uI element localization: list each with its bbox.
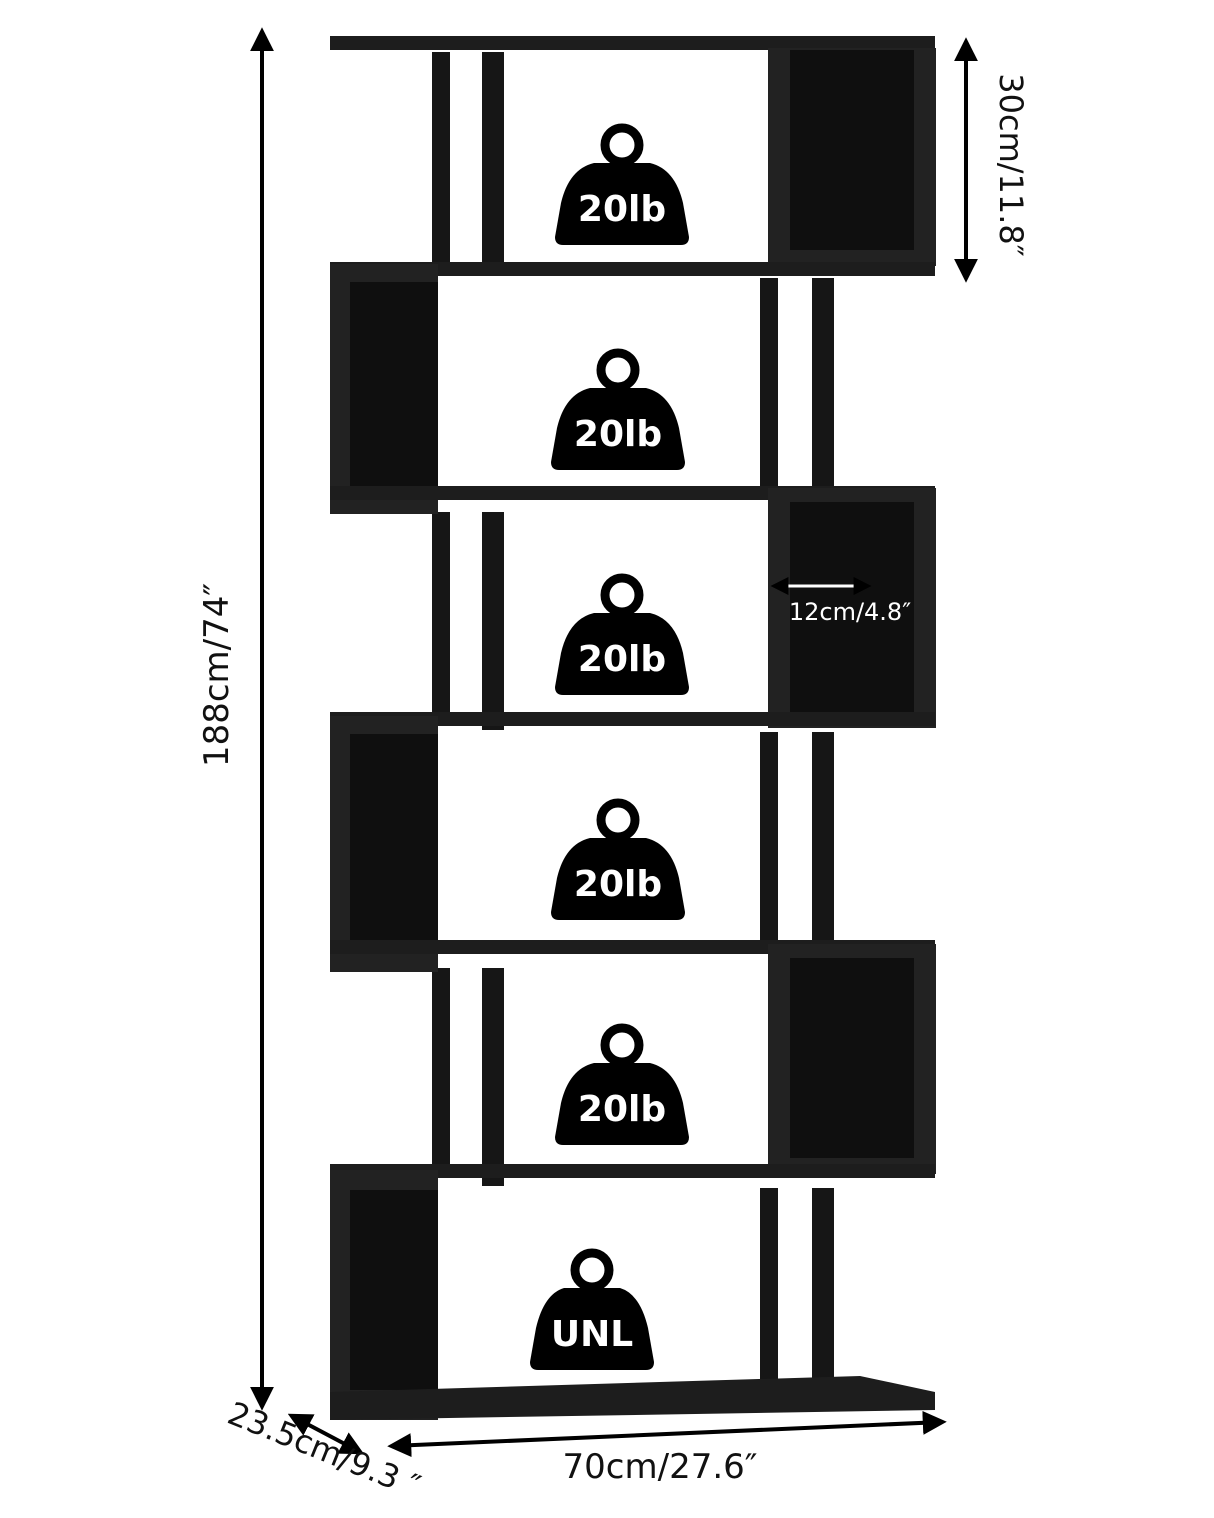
kettlebell-weight-icon (555, 1063, 689, 1145)
bookshelf (330, 36, 936, 1420)
weight-load-label: 20lb (574, 414, 662, 455)
kettlebell-handle-icon (600, 573, 644, 617)
kettlebell-handle-icon (600, 123, 644, 167)
cube-left-6 (330, 1170, 438, 1420)
weight-icon-3: 20lb (555, 573, 689, 695)
shelf-board-5 (330, 1164, 935, 1178)
width-arrow-icon (387, 1410, 947, 1458)
metal-uprights (432, 52, 834, 1400)
weight-icon-2: 20lb (551, 348, 685, 470)
weight-icon-5: 20lb (555, 1023, 689, 1145)
kettlebell-weight-icon (551, 838, 685, 920)
height-label: 188cm/74″ (197, 583, 237, 767)
weight-icon-1: 20lb (555, 123, 689, 245)
shelf-board-3 (330, 712, 935, 726)
weight-load-label: 20lb (578, 639, 666, 680)
cube-right-1 (768, 48, 936, 266)
weight-icon-6: UNL (530, 1248, 654, 1370)
kettlebell-handle-icon (596, 798, 640, 842)
weight-icon-4: 20lb (551, 798, 685, 920)
kettlebell-handle-icon (596, 348, 640, 392)
weight-load-label: UNL (551, 1314, 633, 1355)
shelf-board-1 (330, 262, 935, 276)
cube-left-4 (330, 716, 438, 972)
kettlebell-weight-icon (555, 163, 689, 245)
shelf-height-label: 30cm/11.8″ (992, 73, 1030, 257)
weight-load-label: 20lb (578, 189, 666, 230)
kettlebell-handle-icon (570, 1248, 614, 1292)
dimension-lines (250, 27, 978, 1458)
cube-depth-label: 12cm/4.8″ (789, 598, 911, 626)
cube-left-2 (330, 264, 438, 514)
cube-right-5 (768, 944, 936, 1174)
kettlebell-weight-icon (530, 1288, 654, 1370)
kettlebell-weight-icon (555, 613, 689, 695)
kettlebell-weight-icon (551, 388, 685, 470)
cube-right-3 (768, 488, 936, 728)
depth-arrow-icon (287, 1413, 365, 1455)
width-label: 70cm/27.6″ (563, 1447, 758, 1487)
weight-load-label: 20lb (574, 864, 662, 905)
kettlebell-handle-icon (600, 1023, 644, 1067)
top-board (330, 36, 935, 50)
base-board (330, 1376, 935, 1420)
weight-load-label: 20lb (578, 1089, 666, 1130)
